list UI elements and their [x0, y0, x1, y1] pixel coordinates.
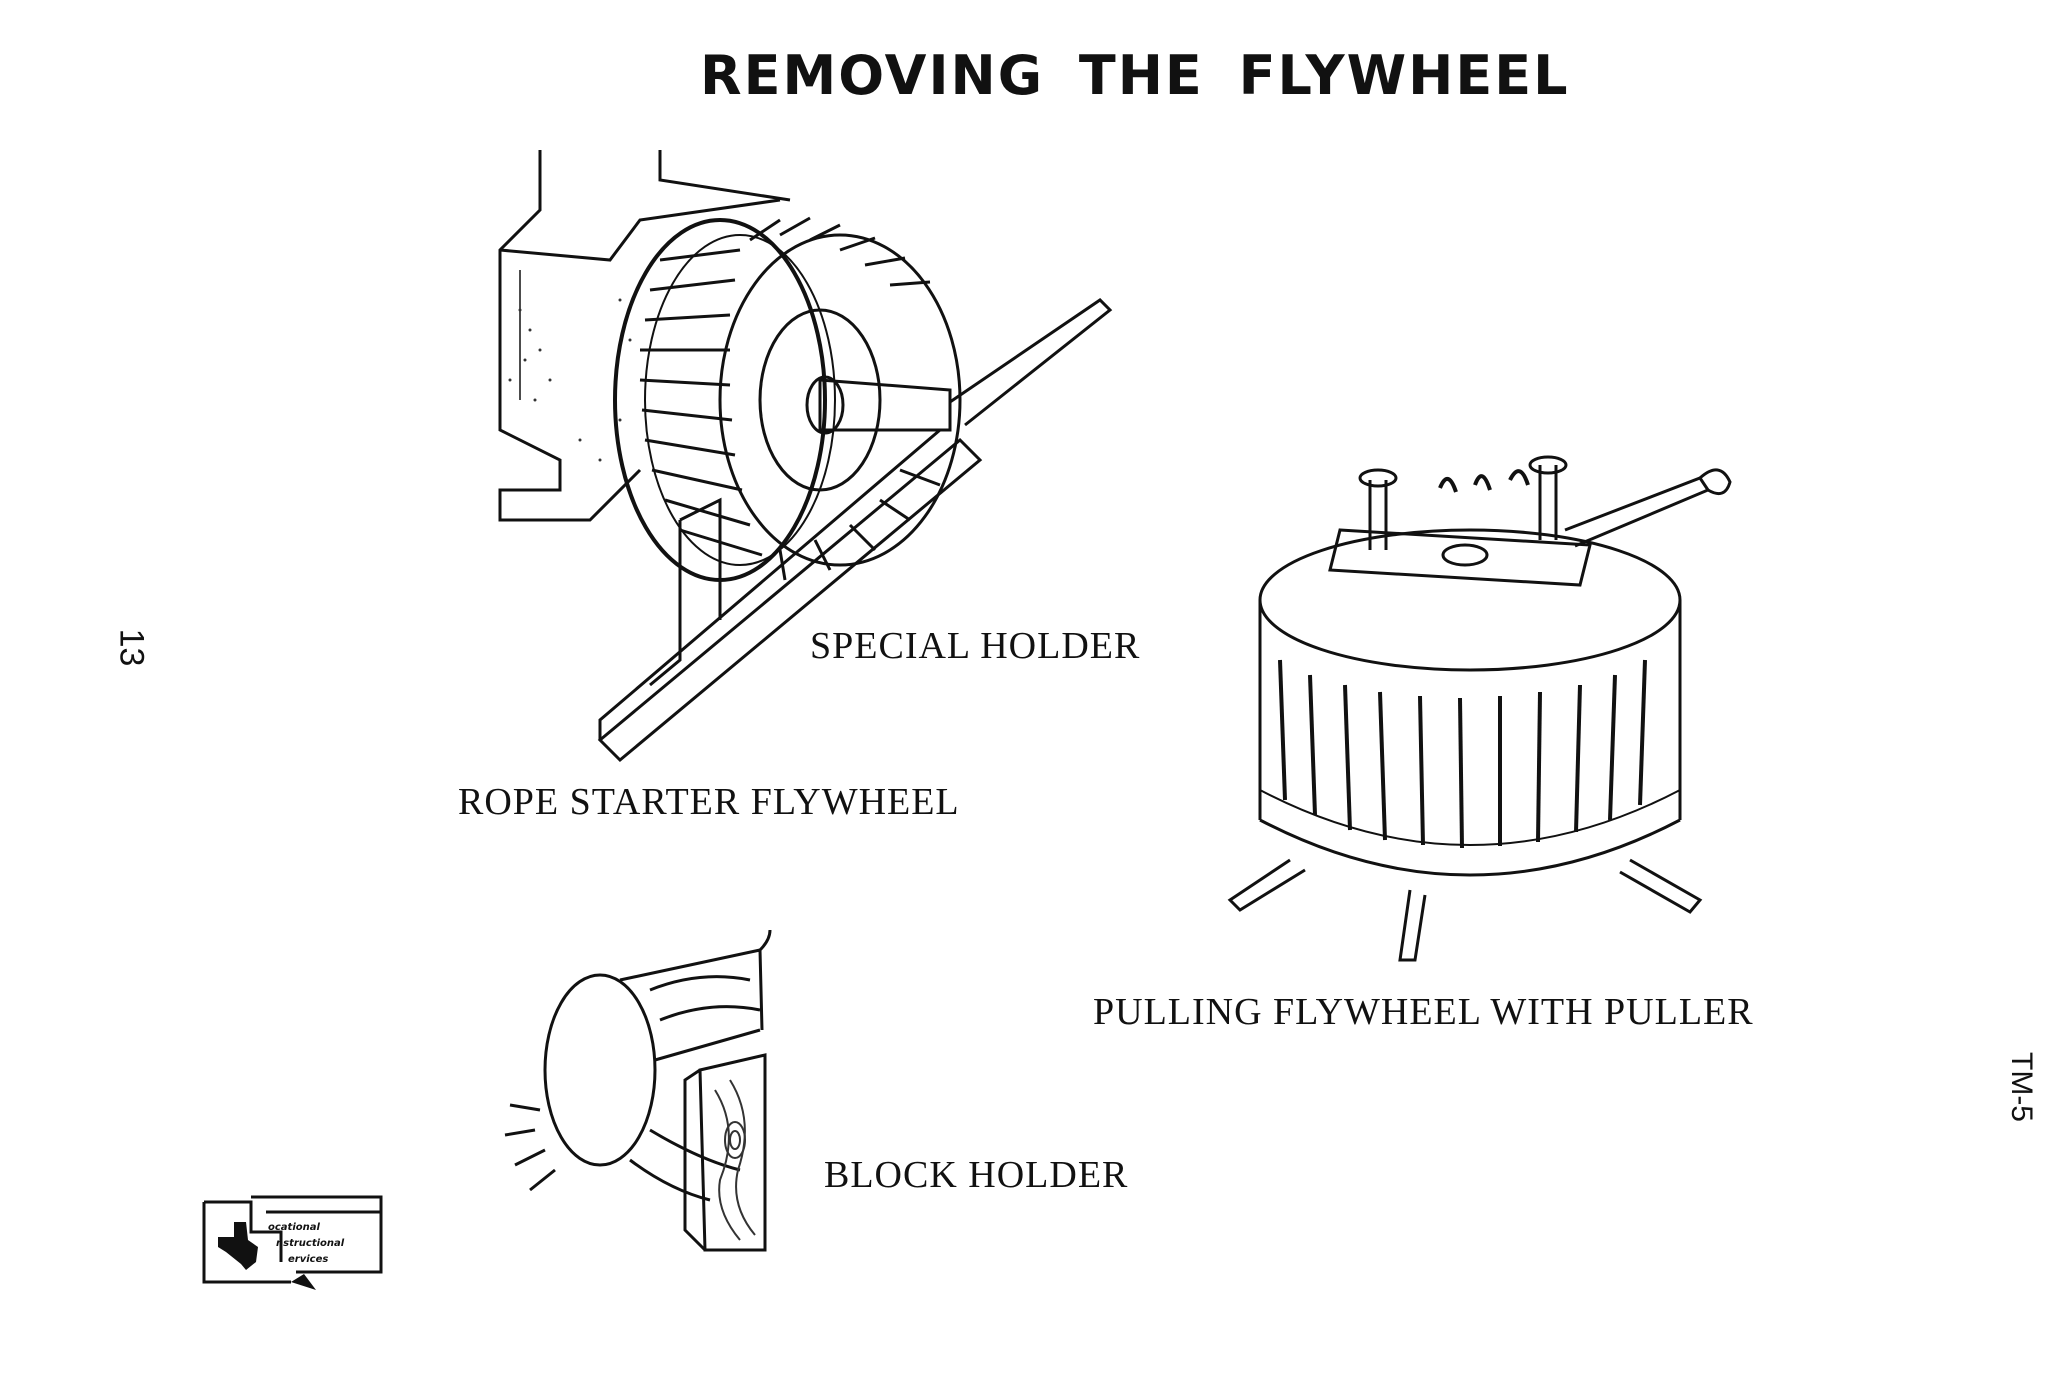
vis-logo: ocational nstructional ervices	[196, 1192, 386, 1292]
logo-text-line2: nstructional	[276, 1238, 345, 1249]
document-code: TM-5	[2005, 1052, 2038, 1122]
page-title: REMOVING THE FLYWHEEL	[700, 44, 1570, 107]
block-holder-illustration	[504, 929, 772, 1252]
rope-starter-flywheel-illustration	[498, 150, 1113, 763]
block-holder-caption: BLOCK HOLDER	[824, 1154, 1129, 1196]
page-number: 13	[112, 628, 151, 667]
puller-flywheel-illustration	[1227, 455, 1732, 962]
pulling-flywheel-caption: PULLING FLYWHEEL WITH PULLER	[1093, 991, 1754, 1033]
special-holder-caption: SPECIAL HOLDER	[810, 625, 1141, 667]
logo-graphic	[202, 1195, 383, 1290]
logo-text-line3: ervices	[288, 1254, 329, 1265]
texas-icon	[218, 1222, 258, 1270]
logo-text-line1: ocational	[268, 1222, 320, 1233]
rope-starter-caption: ROPE STARTER FLYWHEEL	[458, 781, 960, 823]
